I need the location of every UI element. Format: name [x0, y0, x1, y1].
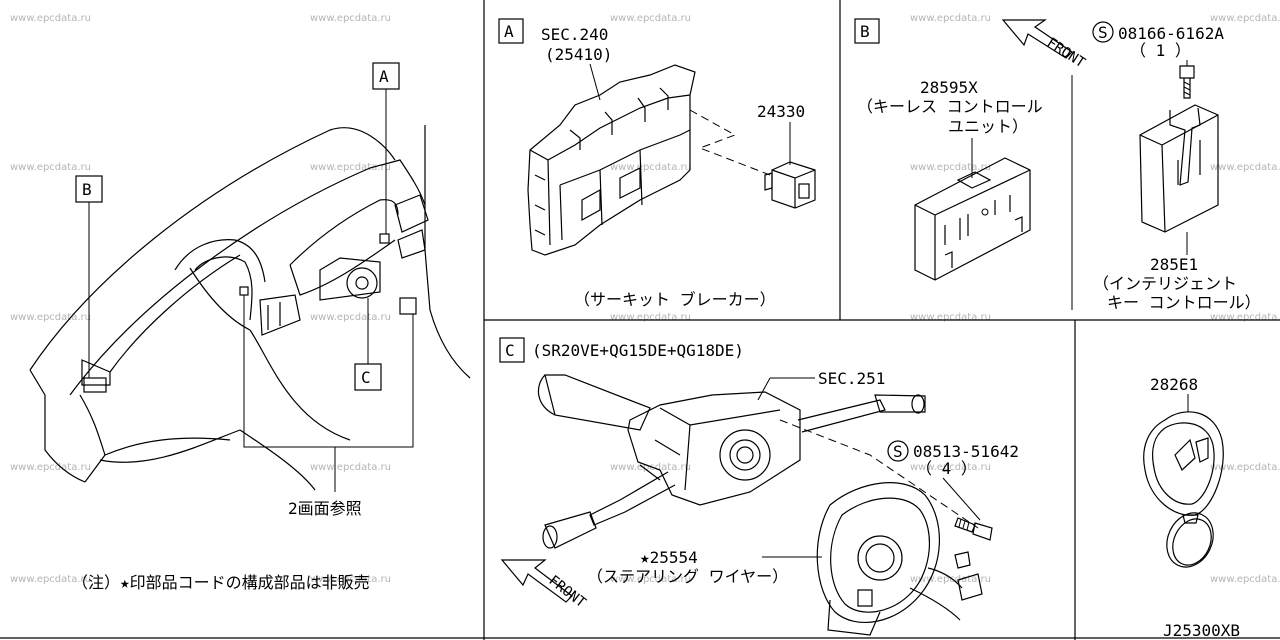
steering-wire-part-number: ★25554 [640, 548, 698, 567]
key-fob-panel: 28268 [1143, 375, 1224, 568]
panel-b-tag-box [854, 18, 880, 44]
diagram-code: J25300XB [1163, 621, 1240, 640]
screw-prefix-b: S [1098, 23, 1108, 42]
overview-panel: A B C 2画面参照 （注）★印部品コードの構成部品は非販売 [29, 62, 471, 592]
key-fob-icon [1143, 411, 1224, 568]
circuit-breaker-part-number: 24330 [757, 102, 805, 121]
front-label-b: FRONT [1044, 35, 1089, 72]
watermark: www.epcdata.ru [610, 312, 691, 323]
intelligent-key-part-number: 285E1 [1150, 255, 1198, 274]
screw-symbol-c [887, 440, 909, 462]
keyless-part-number: 28595X [920, 78, 978, 97]
watermark: www.epcdata.ru [910, 162, 991, 173]
watermark: www.epcdata.ru [910, 574, 991, 585]
front-arrow-icon: FRONT [500, 559, 589, 611]
engine-applicability: (SR20VE+QG15DE+QG18DE) [532, 341, 744, 360]
watermark: www.epcdata.ru [10, 312, 91, 323]
circuit-breaker-drawing [764, 161, 816, 209]
screw-part-number-b: 08166-6162A [1118, 24, 1224, 43]
see-page-reference: 2画面参照 [288, 499, 362, 518]
sec-240-subref: (25410) [545, 45, 612, 64]
screw-part-number-c: 08513-51642 [913, 442, 1019, 461]
keyless-name-line2: ユニット） [948, 117, 1028, 136]
watermark: www.epcdata.ru [310, 312, 391, 323]
non-sale-note: （注）★印部品コードの構成部品は非販売 [72, 573, 370, 592]
keyless-unit-drawing [914, 157, 1031, 281]
watermark: www.epcdata.ru [610, 13, 691, 24]
watermark: www.epcdata.ru [310, 13, 391, 24]
watermark: www.epcdata.ru [910, 13, 991, 24]
watermark: www.epcdata.ru [610, 574, 691, 585]
tag-b-label: B [82, 180, 92, 199]
watermark: www.epcdata.ru [10, 162, 91, 173]
watermark: www.epcdata.ru [1210, 13, 1280, 24]
watermark: www.epcdata.ru [310, 462, 391, 473]
keyless-name-line1: （キーレス コントロール [857, 97, 1043, 116]
panel-c: C (SR20VE+QG15DE+QG18DE) SEC.251 S 08513… [499, 337, 1019, 636]
intelligent-key-name-line1: （インテリジェント [1093, 274, 1237, 293]
spiral-cable-drawing [816, 482, 983, 636]
watermark: www.epcdata.ru [910, 312, 991, 323]
watermark: www.epcdata.ru [1210, 312, 1280, 323]
panel-b: B FRONT S 08166-6162A （ 1 ） 28595X （キーレス… [854, 18, 1261, 312]
watermark: www.epcdata.ru [10, 462, 91, 473]
watermark: www.epcdata.ru [1210, 162, 1280, 173]
intelligent-key-unit-drawing [1139, 104, 1219, 233]
panel-a-tag-box [498, 18, 524, 44]
watermarks: www.epcdata.ru www.epcdata.ru www.epcdat… [10, 13, 1280, 585]
screw-symbol [1092, 21, 1114, 43]
panel-b-tag: B [860, 22, 870, 41]
circuit-breaker-caption: （サーキット ブレーカー） [574, 290, 776, 309]
junction-block-drawing [527, 64, 696, 256]
panel-a: A SEC.240 (25410) 24330 （サーキット ブレーカー） [498, 18, 816, 309]
combination-switch-drawing [537, 374, 926, 549]
watermark: www.epcdata.ru [310, 574, 391, 585]
key-fob-part-number: 28268 [1150, 375, 1198, 394]
watermark: www.epcdata.ru [1210, 574, 1280, 585]
screw-drawing-c [954, 517, 993, 541]
intelligent-key-name-line2: キー コントロール） [1107, 293, 1261, 312]
watermark: www.epcdata.ru [10, 13, 91, 24]
watermark: www.epcdata.ru [10, 574, 91, 585]
sec-240-ref: SEC.240 [541, 25, 608, 44]
panel-c-tag: C [505, 341, 515, 360]
sec-251-ref: SEC.251 [818, 369, 885, 388]
watermark: www.epcdata.ru [310, 162, 391, 173]
tag-c-label: C [361, 368, 371, 387]
screw-drawing-b [1179, 65, 1195, 99]
dashboard-outline [29, 125, 471, 491]
watermark: www.epcdata.ru [910, 462, 991, 473]
steering-wire-name: （ステアリング ワイヤー） [587, 567, 788, 586]
screw-quantity-b: （ 1 ） [1130, 41, 1191, 60]
watermark: www.epcdata.ru [610, 462, 691, 473]
tag-a-label: A [379, 67, 389, 86]
front-arrow-icon: FRONT [1001, 19, 1089, 72]
panel-a-tag: A [504, 22, 514, 41]
screw-quantity-c: （ 4 ） [916, 459, 977, 478]
watermark: www.epcdata.ru [610, 162, 691, 173]
panel-c-tag-box [499, 337, 525, 363]
watermark: www.epcdata.ru [1210, 462, 1280, 473]
screw-prefix-c: S [893, 442, 903, 461]
